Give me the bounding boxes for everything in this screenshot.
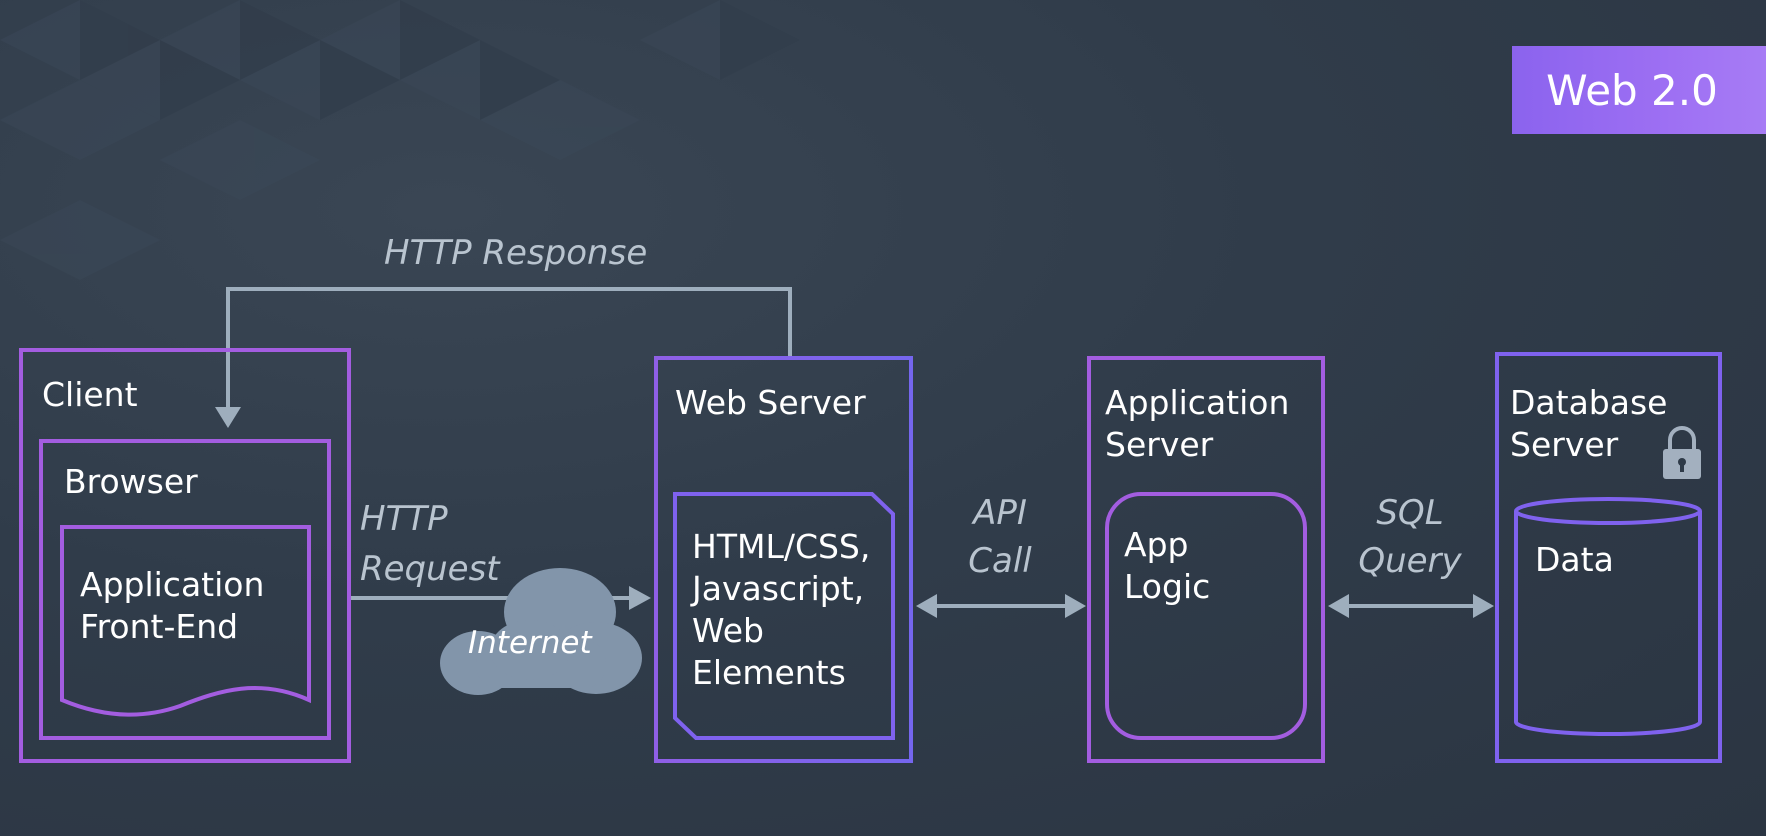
browser-box bbox=[39, 439, 331, 740]
web-elements-document-shape bbox=[673, 492, 895, 740]
web-elements-line1: HTML/CSS, bbox=[692, 527, 871, 566]
app-server-title-line2: Server bbox=[1105, 425, 1214, 464]
http-request-arrowhead bbox=[629, 586, 651, 610]
web-elements-line4: Elements bbox=[692, 653, 846, 692]
web-version-badge: Web 2.0 bbox=[1512, 46, 1766, 134]
db-server-title-line1: Database bbox=[1510, 383, 1668, 422]
web-server-box bbox=[654, 356, 913, 763]
app-logic-line1: App bbox=[1124, 525, 1189, 564]
frontend-label-line1: Application bbox=[80, 565, 265, 604]
web-elements-line3: Web bbox=[692, 611, 764, 650]
db-server-title-line2: Server bbox=[1510, 425, 1619, 464]
app-server-box bbox=[1087, 356, 1325, 763]
app-logic-line2: Logic bbox=[1124, 567, 1211, 606]
app-server-title-line1: Application bbox=[1105, 383, 1290, 422]
api-call-connector bbox=[916, 594, 1086, 618]
http-response-arrowhead bbox=[215, 407, 241, 428]
badge-label: Web 2.0 bbox=[1546, 65, 1718, 115]
api-call-label-line2: Call bbox=[968, 541, 1032, 581]
sql-query-label-line2: Query bbox=[1358, 541, 1462, 581]
client-title: Client bbox=[42, 375, 138, 414]
database-server-box bbox=[1495, 352, 1722, 763]
http-response-label: HTTP Response bbox=[384, 233, 648, 273]
web-server-title: Web Server bbox=[675, 383, 866, 422]
http-request-label-line2: Request bbox=[360, 549, 500, 589]
database-data-label: Data bbox=[1535, 540, 1614, 579]
frontend-document-shape bbox=[60, 525, 311, 717]
client-box bbox=[19, 348, 351, 763]
app-logic-box bbox=[1105, 492, 1307, 740]
web-elements-line2: Javascript, bbox=[692, 569, 865, 608]
lock-icon bbox=[1663, 426, 1701, 479]
sql-query-connector bbox=[1328, 594, 1494, 618]
database-cylinder bbox=[1514, 497, 1702, 736]
api-call-label-line1: API bbox=[973, 493, 1027, 533]
cloud-icon bbox=[440, 568, 642, 695]
internet-label: Internet bbox=[468, 625, 592, 661]
sql-query-label-line1: SQL bbox=[1376, 493, 1444, 533]
frontend-label-line2: Front-End bbox=[80, 607, 239, 646]
http-request-label-line1: HTTP bbox=[360, 499, 448, 539]
browser-title: Browser bbox=[64, 462, 198, 501]
